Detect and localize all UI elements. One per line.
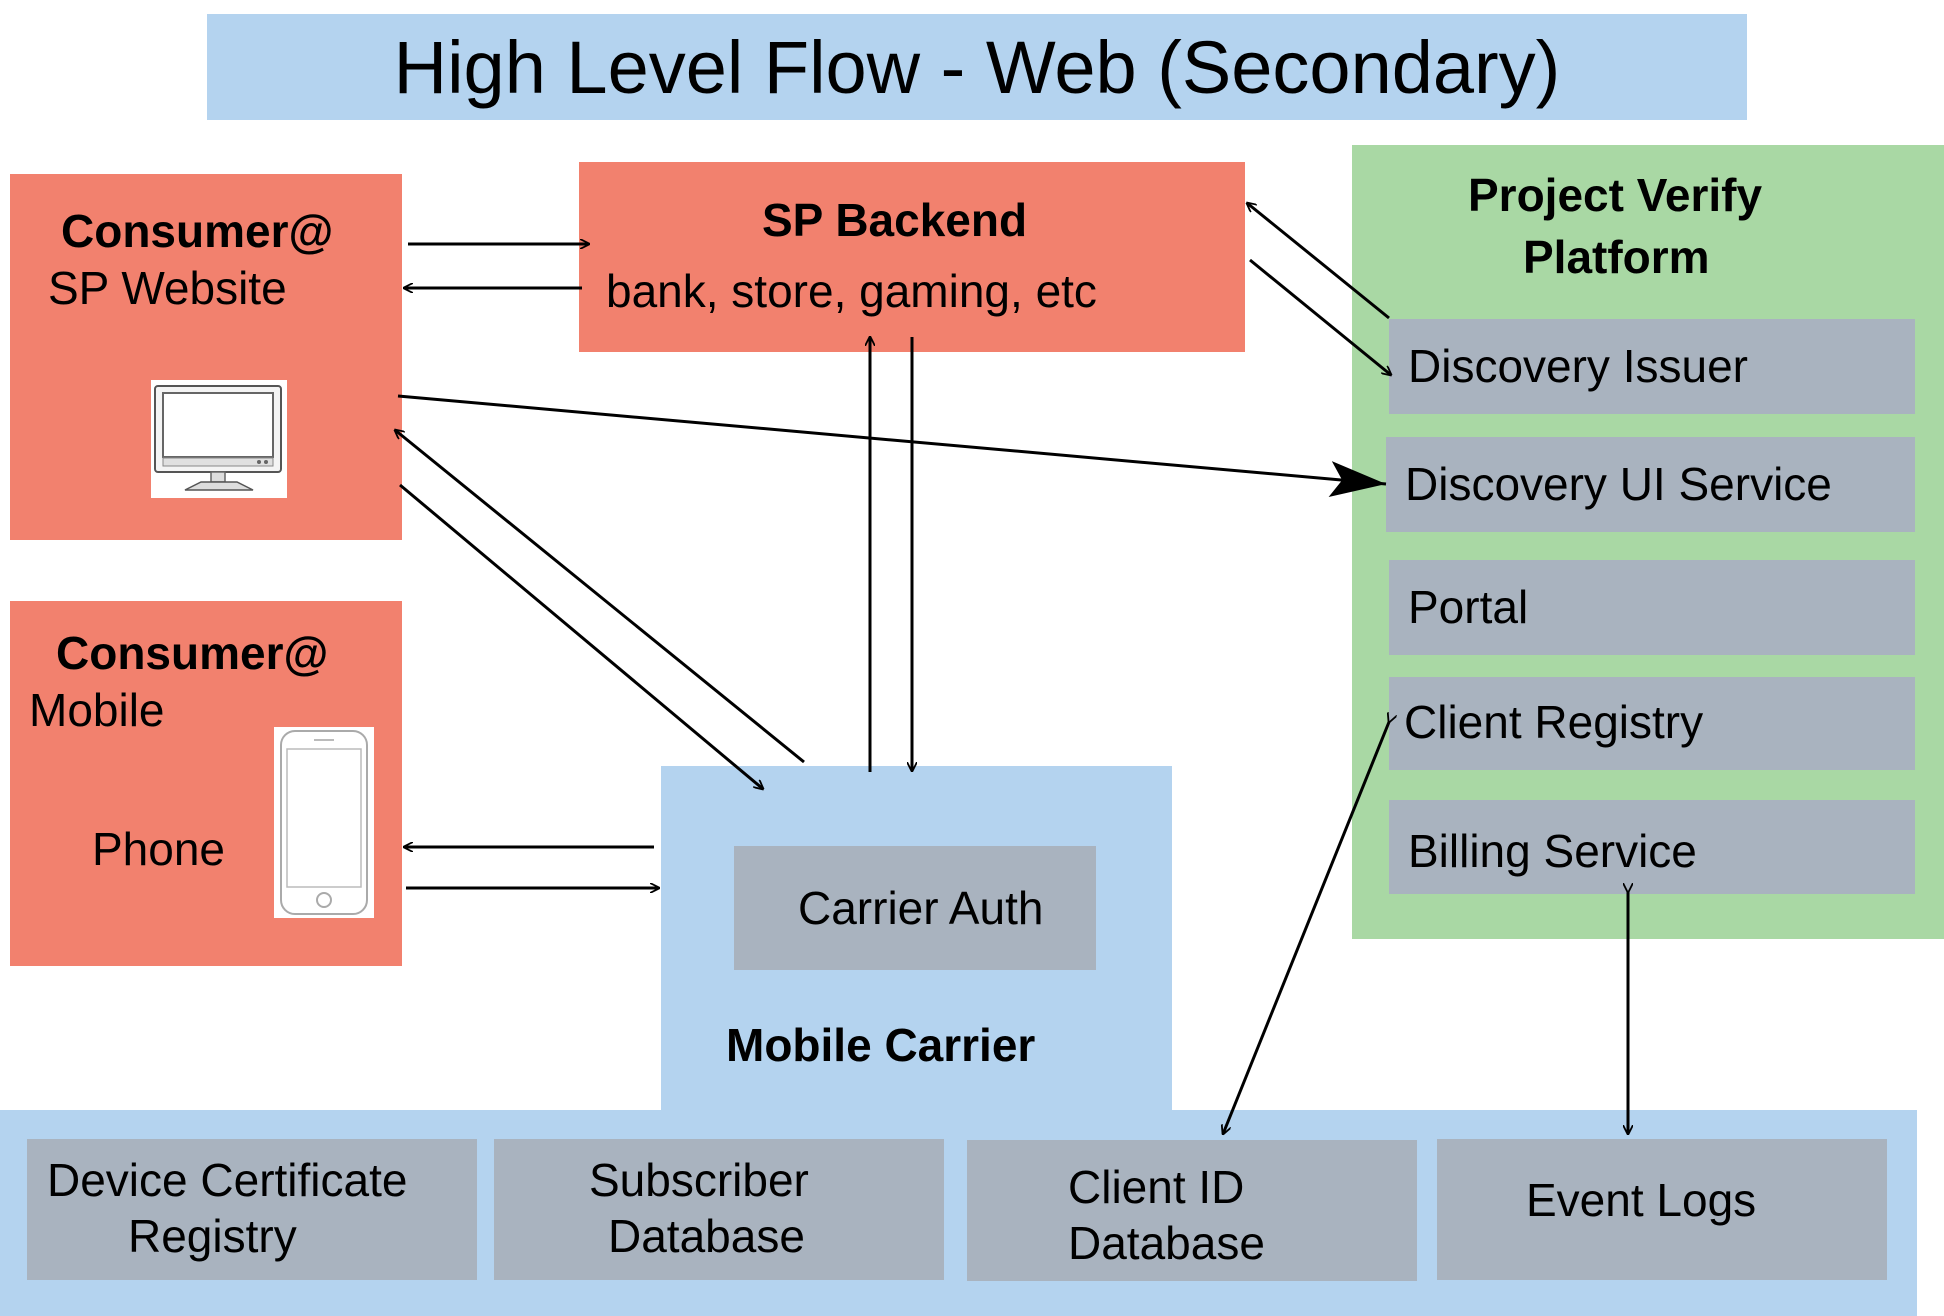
arrow-client-registry-db (1223, 722, 1389, 1134)
smartphone-icon (274, 727, 374, 918)
service-label: Discovery UI Service (1405, 458, 1832, 510)
db-device-cert-registry: Device Certificate Registry (27, 1139, 477, 1280)
phone-label: Phone (92, 823, 226, 875)
arrow-backend-to-issuer (1249, 258, 1391, 375)
arrow-web-to-discovery-ui (397, 394, 1387, 497)
arrow-issuer-to-backend (1247, 203, 1390, 320)
consumer-mobile-heading: Consumer@ (56, 627, 329, 679)
db-event-logs: Event Logs (1437, 1139, 1887, 1280)
mobile-carrier-title: Mobile Carrier (726, 1019, 1036, 1071)
db-client-id: Client ID Database (967, 1140, 1417, 1281)
service-label: Portal (1408, 581, 1529, 633)
page-title: High Level Flow - Web (Secondary) (393, 25, 1561, 109)
consumer-web-box: Consumer@ SP Website (10, 174, 402, 540)
db-subscriber: Subscriber Database (494, 1139, 944, 1280)
consumer-mobile-box: Consumer@ Mobile Phone (10, 601, 402, 966)
service-label: Discovery Issuer (1408, 340, 1748, 392)
arrow-carrier-to-web (395, 430, 805, 764)
service-label: Client Registry (1404, 696, 1704, 748)
service-discovery-issuer: Discovery Issuer (1389, 319, 1915, 414)
title-banner: High Level Flow - Web (Secondary) (207, 14, 1747, 120)
db-line1: Event Logs (1526, 1174, 1757, 1226)
db-line1: Subscriber (589, 1154, 809, 1206)
platform-title-line1: Project Verify (1468, 169, 1763, 221)
carrier-auth-box: Carrier Auth (734, 846, 1096, 970)
arrow-web-to-carrier (399, 483, 763, 789)
service-client-registry: Client Registry (1389, 677, 1915, 770)
service-billing: Billing Service (1389, 800, 1915, 894)
sp-backend-title: SP Backend (762, 194, 1028, 246)
db-line1: Client ID (1068, 1161, 1245, 1213)
monitor-icon (151, 380, 287, 498)
service-discovery-ui: Discovery UI Service (1386, 437, 1915, 532)
consumer-mobile-subheading: Mobile (29, 684, 165, 736)
consumer-web-subheading: SP Website (48, 262, 287, 314)
sp-backend-subtitle: bank, store, gaming, etc (606, 265, 1097, 317)
sp-backend-box: SP Backend bank, store, gaming, etc (579, 162, 1245, 352)
consumer-web-heading: Consumer@ (61, 205, 334, 257)
db-line2: Database (1068, 1217, 1265, 1269)
service-portal: Portal (1389, 560, 1915, 655)
db-line2: Registry (128, 1210, 297, 1262)
carrier-auth-label: Carrier Auth (798, 882, 1044, 934)
db-line1: Device Certificate (47, 1154, 408, 1206)
service-label: Billing Service (1408, 825, 1697, 877)
platform-title-line2: Platform (1523, 231, 1710, 283)
db-line2: Database (608, 1210, 805, 1262)
